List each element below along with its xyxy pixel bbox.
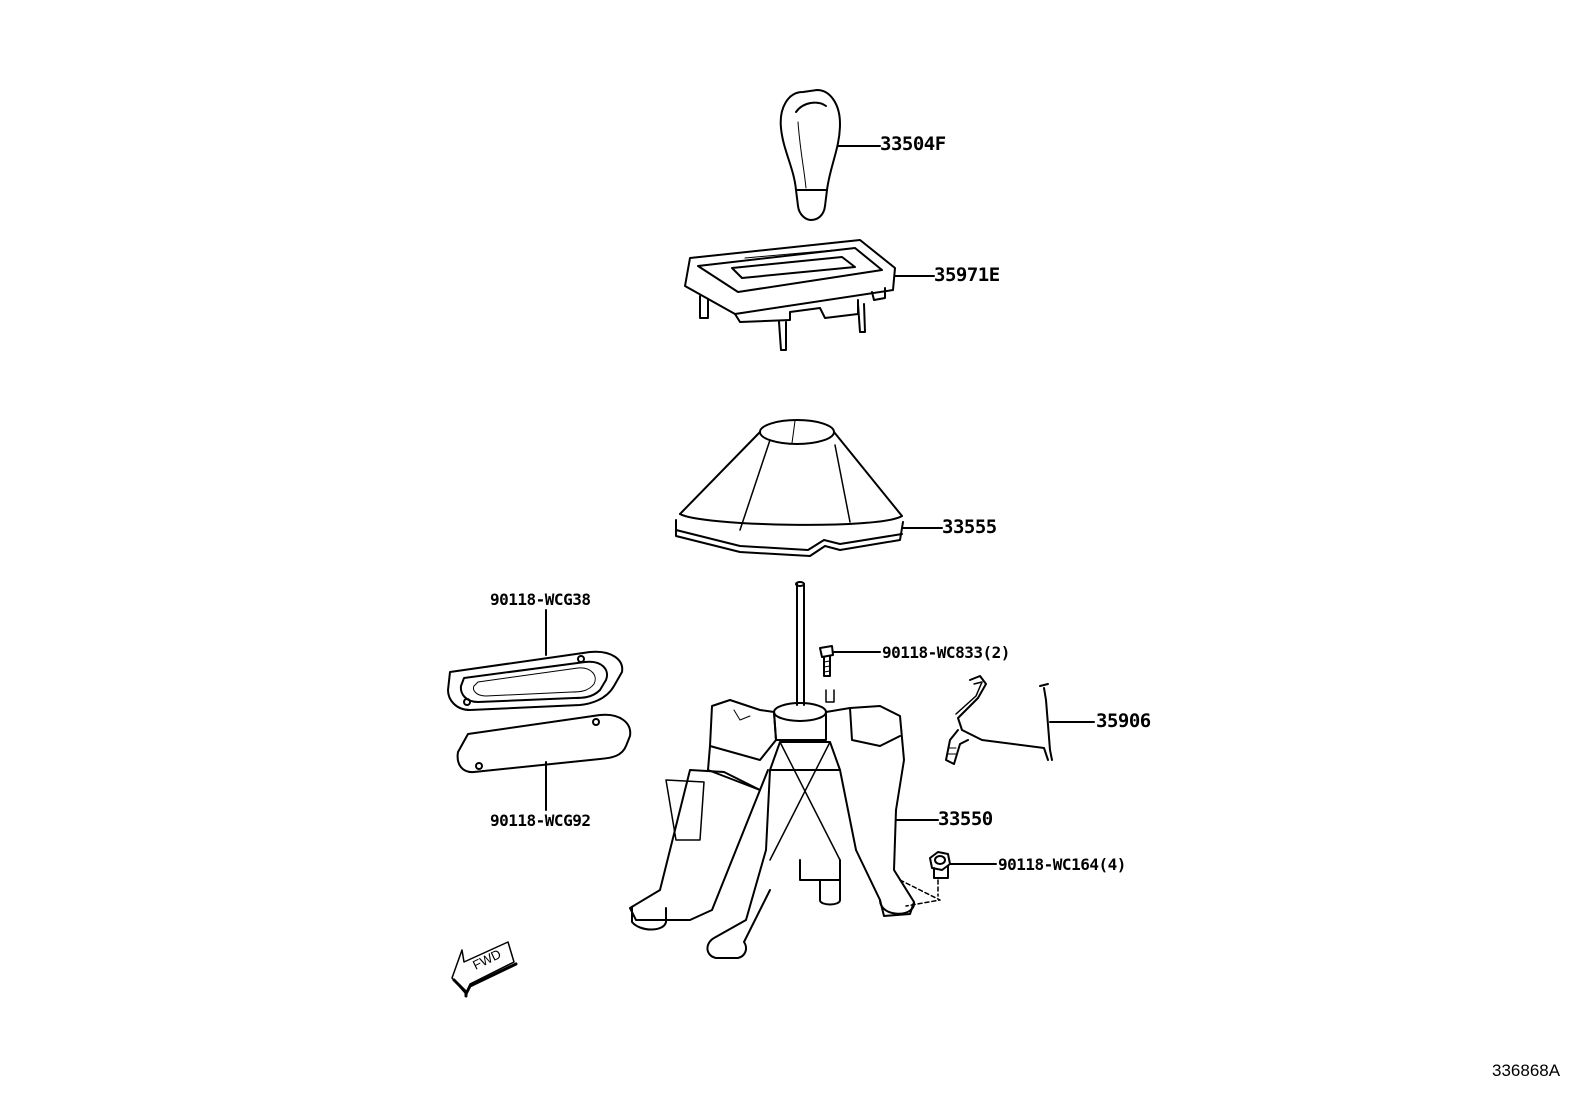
bolt-part <box>819 645 834 677</box>
callout-screw-top: 90118-WCG38 <box>490 590 591 609</box>
shift-boot-part <box>675 419 904 557</box>
diagram-id: 336868A <box>1492 1061 1561 1080</box>
shift-knob-part <box>779 89 841 221</box>
gasket-plate-top <box>447 650 624 711</box>
shift-bezel-part <box>684 239 896 351</box>
nut-part <box>899 851 951 907</box>
callout-bolt: 90118-WC833(2) <box>882 643 1010 662</box>
cover-plate-bottom <box>456 713 632 774</box>
callout-boot: 33555 <box>942 516 997 538</box>
callout-knob: 33504F <box>880 133 946 155</box>
wire-harness-part <box>945 675 1053 765</box>
callout-bezel: 35971E <box>934 264 1000 286</box>
callout-nut: 90118-WC164(4) <box>998 855 1126 874</box>
fwd-arrow-icon <box>451 941 518 998</box>
callout-screw-bottom: 90118-WCG92 <box>490 811 591 830</box>
callout-lever-assy: 33550 <box>938 808 993 830</box>
shift-lever-housing <box>629 581 915 959</box>
callout-wire: 35906 <box>1096 710 1151 732</box>
